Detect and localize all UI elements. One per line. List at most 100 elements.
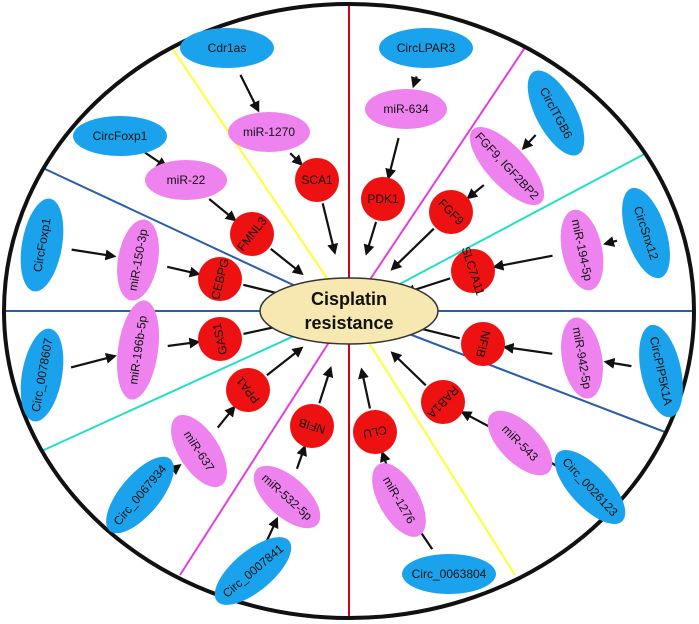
gene-node-cdr1as: SCA1 — [295, 158, 339, 202]
gene-node-circ0078607-label: GAS1 — [210, 322, 231, 357]
circrna-node-circ0007841: Circ_0007841 — [214, 537, 292, 605]
circrna-node-cdr1as-shape — [180, 28, 274, 68]
mirna-node-circ0063804-shape — [372, 463, 426, 537]
mirna-node-circ0007841-shape — [253, 465, 321, 529]
circrna-node-circfoxp1-a-shape — [20, 198, 64, 292]
arrow-circlpar3-gene-to-center — [363, 221, 378, 256]
mirna-node-circ0078607: miR-196b-5p — [117, 300, 159, 400]
gene-node-circfoxp1-b: FMNL3 — [230, 212, 274, 256]
mirna-node-circsnx12-shape — [560, 209, 604, 291]
circrna-node-circitgb6: CircITGB6 — [527, 70, 585, 156]
circrna-node-circ0063804-label: Circ_0063804 — [412, 567, 487, 581]
gene-node-circfoxp1-a-shape — [198, 257, 242, 301]
mirna-node-circ0007841: miR-532-5p — [253, 465, 321, 529]
arrow-circsnx12-circ-to-mirna — [603, 236, 618, 247]
gene-node-circ0078607: GAS1 — [198, 317, 242, 361]
arrow-circ0007841-gene-to-center — [318, 366, 334, 404]
arrow-circ0078607-mirna-to-gene — [167, 337, 201, 349]
circrna-node-circ0067934-shape — [106, 456, 174, 534]
circrna-node-circlpar3-shape — [379, 28, 473, 68]
gene-node-circ0067934: PPA1 — [226, 368, 270, 412]
mirna-node-circsnx12: miR-194-5p — [560, 209, 604, 291]
mirna-node-circ0026123-shape — [487, 410, 553, 476]
arrow-circitgb6-gene-to-center — [390, 227, 435, 271]
circrna-node-circlpar3: CircLPAR3 — [379, 28, 473, 68]
divider-yellow-lr — [348, 310, 516, 576]
gene-node-circpip5k1a: NFIB — [461, 322, 505, 366]
circrna-node-circfoxp1-b: CircFoxp1 — [73, 116, 167, 156]
mirna-node-circpip5k1a: miR-942-5p — [561, 317, 603, 399]
gene-node-cdr1as-label: SCA1 — [301, 173, 333, 187]
arrow-circpip5k1a-circ-to-mirna — [603, 357, 632, 369]
circrna-node-circ0026123-shape — [554, 450, 626, 524]
gene-node-circ0078607-shape — [198, 317, 242, 361]
mirna-node-circ0078607-shape — [117, 300, 159, 400]
circrna-node-circlpar3-label: CircLPAR3 — [397, 41, 456, 55]
gene-node-circ0026123-shape — [421, 380, 465, 424]
arrow-circlpar3-mirna-to-gene — [385, 137, 400, 180]
arrow-circ0007841-mirna-to-gene — [295, 444, 307, 470]
gene-node-circlpar3-label: PDK1 — [367, 192, 399, 206]
circrna-node-circ0063804: Circ_0063804 — [402, 554, 496, 594]
arrow-circ0026123-gene-to-center — [390, 351, 427, 387]
circrna-node-circ0007841-shape — [214, 537, 292, 605]
circrna-node-circpip5k1a-shape — [639, 324, 683, 418]
divider-cyan-r — [348, 124, 694, 312]
arrow-circ0063804-gene-to-center — [358, 367, 372, 409]
gene-node-circpip5k1a-label: NFIB — [473, 329, 493, 359]
circrna-node-circpip5k1a: CircPIP5K1A — [639, 324, 683, 418]
node-layer: Cdr1asmiR-1270SCA1CircLPAR3miR-634PDK1Ci… — [20, 28, 683, 605]
mirna-node-circitgb6-shape — [469, 126, 545, 206]
gene-node-circ0063804-label: CLU — [362, 423, 388, 442]
mirna-node-cdr1as-shape — [228, 112, 310, 152]
gene-node-circ0007841-shape — [290, 404, 334, 448]
divider-pink-ur — [348, 24, 541, 312]
mirna-node-circlpar3-shape — [365, 89, 447, 129]
mirna-node-circ0063804: miR-1276 — [372, 463, 426, 537]
gene-node-cdr1as-shape — [295, 158, 339, 202]
mirna-node-circlpar3: miR-634 — [365, 89, 447, 129]
gene-node-circitgb6-shape — [429, 190, 473, 234]
mirna-node-circfoxp1-b: miR-22 — [145, 160, 227, 200]
circrna-node-circ0026123: Circ_0026123 — [554, 450, 626, 524]
mirna-node-circfoxp1-a-shape — [117, 219, 159, 301]
arrow-cdr1as-mirna-to-gene — [289, 152, 303, 166]
gene-node-circ0063804-shape — [353, 410, 397, 454]
mirna-node-circfoxp1-b-label: miR-22 — [167, 173, 206, 187]
gene-node-circsnx12-shape — [451, 249, 495, 293]
mirna-node-cdr1as-label: miR-1270 — [243, 125, 295, 139]
gene-node-circfoxp1-a: CEBPG — [198, 257, 242, 301]
mirna-node-circfoxp1-a: miR-150-3p — [117, 219, 159, 301]
mirna-node-cdr1as: miR-1270 — [228, 112, 310, 152]
center-label-line1: Cisplatin — [311, 289, 387, 309]
gene-node-circ0026123: RAB1A — [421, 380, 465, 424]
mirna-node-circ0067934: miR-637 — [171, 414, 227, 488]
divider-yellow-ul — [169, 44, 350, 312]
gene-node-circlpar3: PDK1 — [361, 177, 405, 221]
divider-pink-ll — [179, 310, 350, 576]
mirna-node-circlpar3-label: miR-634 — [383, 102, 429, 116]
gene-node-circsnx12: SLC7A11 — [451, 245, 495, 297]
arrow-circ0067934-gene-to-center — [266, 346, 304, 377]
divider-blue-ul — [4, 147, 350, 312]
circrna-node-circfoxp1-a: CircFoxp1 — [20, 198, 64, 292]
arrow-circitgb6-circ-to-mirna — [521, 134, 537, 150]
gene-node-circ0067934-shape — [226, 368, 270, 412]
circrna-node-cdr1as: Cdr1as — [180, 28, 274, 68]
circrna-node-circsnx12-shape — [622, 187, 670, 279]
arrow-cdr1as-circ-to-mirna — [239, 74, 260, 113]
circrna-node-circsnx12: CircSnx12 — [622, 187, 670, 279]
gene-node-circitgb6: FGF9 — [429, 190, 473, 234]
arrow-cdr1as-gene-to-center — [321, 203, 339, 255]
circrna-node-circ0078607: Circ_0078607 — [20, 328, 64, 422]
gene-node-circlpar3-shape — [361, 177, 405, 221]
arrow-circ0067934-mirna-to-gene — [216, 405, 236, 429]
mirna-node-circ0026123: miR-543 — [487, 410, 553, 476]
circrna-node-circ0063804-shape — [402, 554, 496, 594]
circrna-node-cdr1as-label: Cdr1as — [208, 41, 247, 55]
gene-node-circfoxp1-b-shape — [230, 212, 274, 256]
arrow-circsnx12-mirna-to-gene — [492, 254, 553, 271]
mirna-node-circpip5k1a-shape — [561, 317, 603, 399]
